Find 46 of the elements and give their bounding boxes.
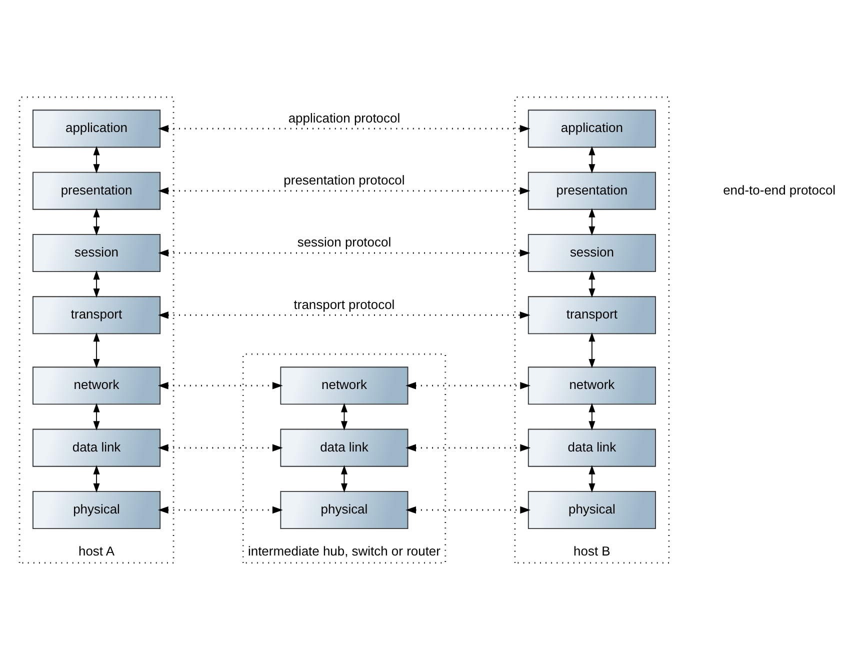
arrow [158,382,283,389]
node-box: transport [528,296,656,334]
arrow [588,464,596,492]
arrow [588,208,596,236]
edge-label: session protocol [297,234,392,250]
node-box: transport [32,296,161,334]
arrow [406,506,531,514]
edge-label: presentation protocol [284,172,405,188]
node-box: network [280,366,408,404]
node-box: physical [32,490,161,528]
node-box: session [32,233,161,272]
arrow [93,332,100,368]
node-box: network [32,366,161,404]
arrow [340,464,348,492]
arrow [406,444,531,451]
node-box: data link [528,428,656,466]
arrow [340,402,348,430]
arrow [406,382,531,389]
node-box: physical [528,490,656,528]
arrow [93,464,100,492]
node-box: data link [280,428,408,466]
node-box: presentation [32,171,161,210]
arrow [93,145,100,173]
arrow [93,208,100,236]
node-box: application [32,109,161,148]
arrow [93,402,100,430]
arrow [158,124,530,132]
arrow [158,186,530,194]
node-box: session [528,233,656,272]
node-box: network [528,366,656,404]
arrow [588,332,596,368]
node-box: physical [280,490,408,528]
arrow [158,444,283,451]
label: end-to-end protocol [723,182,836,197]
edge-label: application protocol [288,110,400,125]
arrow [588,145,596,173]
edge-label: transport protocol [294,296,395,312]
node-box: presentation [528,171,656,210]
arrow [588,270,596,298]
node-box: data link [32,428,161,466]
arrow [158,311,530,318]
node-box: application [528,109,656,148]
arrow [588,402,596,430]
arrow [158,506,283,514]
arrow [158,248,530,256]
arrow [93,270,100,298]
